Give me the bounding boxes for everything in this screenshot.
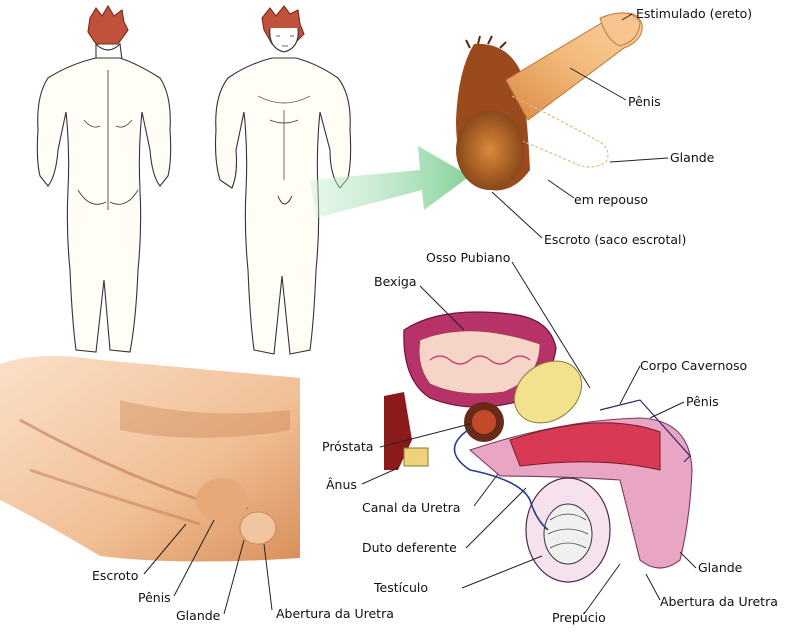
label-osso-pubiano: Osso Pubiano xyxy=(426,252,510,265)
label-duto-deferente: Duto deferente xyxy=(362,542,457,555)
label-canal-uretra: Canal da Uretra xyxy=(362,502,460,515)
label-glande-top: Glande xyxy=(670,152,714,165)
label-repouso: em repouso xyxy=(574,194,648,207)
external-genitalia-illustration xyxy=(456,13,642,191)
label-escroto-photo: Escroto xyxy=(92,570,138,583)
label-corpo-cavernoso: Corpo Cavernoso xyxy=(640,360,747,373)
label-glande-photo: Glande xyxy=(176,610,220,623)
label-abertura-section: Abertura da Uretra xyxy=(660,596,778,609)
label-anus: Ânus xyxy=(326,479,357,492)
label-prostata: Próstata xyxy=(322,441,373,454)
photo-region xyxy=(0,356,300,562)
label-testiculo: Testículo xyxy=(374,582,428,595)
label-penis-top: Pênis xyxy=(628,96,661,109)
label-glande-section: Glande xyxy=(698,562,742,575)
label-estimulado: Estimulado (ereto) xyxy=(636,8,752,21)
label-escroto-top: Escroto (saco escrotal) xyxy=(544,234,686,247)
label-bexiga: Bexiga xyxy=(374,276,417,289)
label-abertura-photo: Abertura da Uretra xyxy=(276,608,394,621)
label-penis-photo: Pênis xyxy=(138,592,171,605)
label-penis-section: Pênis xyxy=(686,396,719,409)
label-prepucio: Prepúcio xyxy=(552,612,606,625)
figure-back-view xyxy=(37,6,170,352)
